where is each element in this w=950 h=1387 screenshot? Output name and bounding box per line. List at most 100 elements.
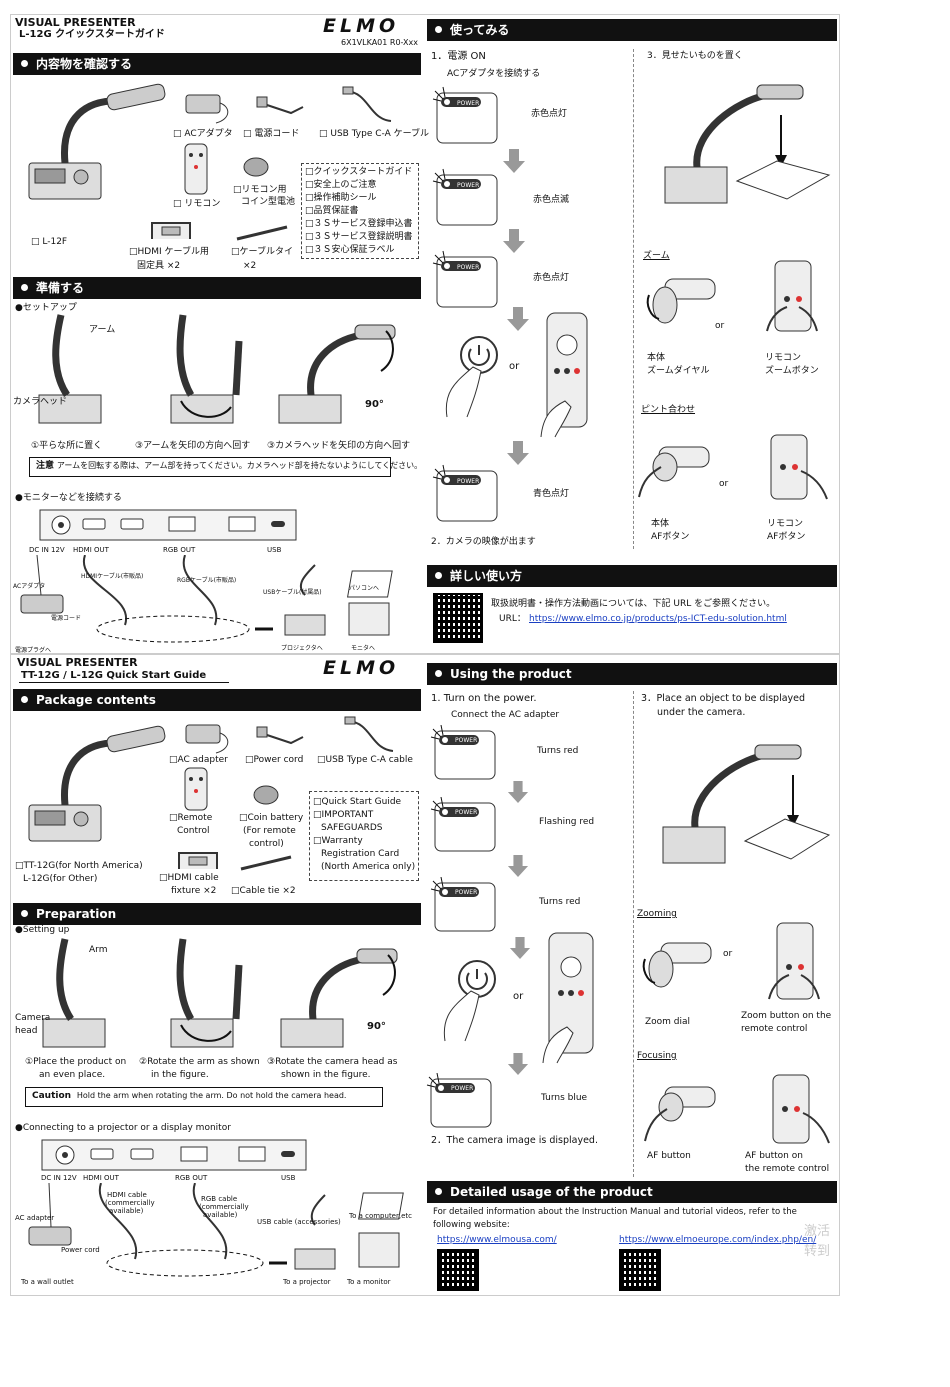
jp-power-label-3: POWER bbox=[457, 264, 480, 271]
jp-tie-label-1: □ケーブルタイ bbox=[231, 247, 293, 257]
en-arrow-down-3 bbox=[509, 937, 531, 959]
en-power-label-2: POWER bbox=[455, 809, 478, 816]
remote-illustration bbox=[184, 143, 208, 195]
jp-doc-1: □安全上のご注意 bbox=[305, 180, 377, 190]
jp-remote-battery-label: □リモコン用 bbox=[233, 185, 287, 195]
en-red-blink: Flashing red bbox=[539, 817, 595, 827]
jp-series: VISUAL PRESENTER bbox=[15, 16, 136, 29]
jp-usb-cable-label: USBケーブル(付属品) bbox=[263, 589, 322, 596]
en-hdmi-label-2: fixture ×2 bbox=[171, 886, 217, 896]
jp-doc-4: □３Ｓサービス登録申込書 bbox=[305, 219, 413, 229]
en-red-on: Turns red bbox=[537, 746, 579, 756]
en-remote-power-press bbox=[542, 932, 594, 1064]
en-doc-list-box bbox=[309, 791, 419, 881]
en-remote-illustration bbox=[184, 767, 208, 811]
bullet-icon bbox=[435, 572, 442, 579]
en-url-us[interactable]: https://www.elmousa.com/ bbox=[437, 1235, 557, 1245]
en-doc-3: □Warranty bbox=[313, 836, 363, 846]
jp-zoom-heading: ズーム bbox=[643, 251, 670, 261]
af-remote-illustration bbox=[770, 434, 828, 500]
jp-plug-label: 電源プラグへ bbox=[15, 647, 52, 654]
en-power-cord-illustration bbox=[256, 726, 304, 745]
en-series: VISUAL PRESENTER bbox=[17, 656, 138, 669]
en-url-eu[interactable]: https://www.elmoeurope.com/index.php/en/ bbox=[619, 1235, 817, 1245]
power-led-stage4 bbox=[432, 464, 498, 522]
en-arrow-down-2 bbox=[507, 855, 529, 877]
jp-projector-label: プロジェクタへ bbox=[281, 645, 323, 652]
en-or-1: or bbox=[513, 991, 524, 1002]
en-caution-label: Caution bbox=[32, 1091, 72, 1101]
jp-usb-label: □ USB Type C-A ケーブル bbox=[319, 129, 430, 139]
jp-caution-box: 注意 アームを回転する際は、アーム部を持ってください。カメラヘッド部を持たないよ… bbox=[29, 457, 422, 477]
en-power-led-stage1 bbox=[430, 725, 496, 780]
jp-caution-text: アームを回転する際は、アーム部を持ってください。カメラヘッド部を持たないようにし… bbox=[56, 461, 423, 470]
en-rgb-cable-label-3: available) bbox=[203, 1211, 238, 1219]
arrow-down-4 bbox=[507, 441, 529, 465]
jp-port-dc: DC IN 12V bbox=[29, 546, 65, 554]
jp-ac-label: □ ACアダプタ bbox=[173, 129, 233, 139]
en-hdmi-fixture-illustration bbox=[178, 852, 218, 869]
jp-doc-list-box bbox=[301, 163, 419, 259]
en-details-heading-text: Detailed usage of the product bbox=[450, 1185, 653, 1199]
en-af-button-illustration bbox=[644, 1086, 716, 1142]
en-details-text-1: For detailed information about the Instr… bbox=[433, 1207, 797, 1217]
power-cord-illustration bbox=[256, 96, 304, 115]
jp-port-panel bbox=[39, 509, 297, 541]
en-prep-heading-text: Preparation bbox=[36, 907, 117, 921]
jp-contents-heading: 内容物を確認する bbox=[13, 53, 421, 75]
bullet-icon bbox=[435, 670, 442, 677]
zoom-remote-illustration bbox=[766, 260, 818, 332]
en-connection-diagram bbox=[28, 1183, 404, 1277]
en-rgb-cable-label-2: (commercially bbox=[199, 1203, 249, 1211]
en-power-led-stage3 bbox=[430, 877, 496, 932]
jp-logo: ELMO bbox=[323, 15, 400, 37]
en-port-panel bbox=[41, 1139, 307, 1171]
jp-connect-label: ●モニターなどを接続する bbox=[15, 493, 122, 503]
en-sheet: VISUAL PRESENTER TT-12G / L-12G Quick St… bbox=[10, 654, 840, 1296]
jp-column-divider bbox=[633, 49, 634, 549]
en-port-hdmi: HDMI OUT bbox=[83, 1174, 119, 1182]
jp-details-url[interactable]: https://www.elmo.co.jp/products/ps-ICT-e… bbox=[529, 614, 787, 624]
jp-hdmi-label-1: □HDMI ケーブル用 bbox=[129, 247, 209, 257]
en-af-remote-2: the remote control bbox=[745, 1164, 830, 1174]
en-arrow-down-4 bbox=[507, 1053, 529, 1075]
jp-doc-5: □３Ｓサービス登録説明書 bbox=[305, 232, 413, 242]
jp-zoom-body-1: 本体 bbox=[647, 353, 666, 363]
en-remote-label-2: Control bbox=[177, 826, 210, 836]
jp-camera-head-label: カメラヘッド bbox=[13, 397, 68, 407]
en-column-divider bbox=[633, 691, 634, 1177]
en-setup-step2-illustration bbox=[170, 938, 243, 1048]
en-step1: 1. Turn on the power. bbox=[431, 693, 537, 704]
jp-zoom-body-2: ズームダイヤル bbox=[647, 366, 710, 376]
jp-connection-diagram bbox=[20, 555, 393, 643]
power-led-stage2 bbox=[432, 168, 498, 226]
af-button-illustration bbox=[638, 446, 710, 498]
en-battery-label-1: □Coin battery bbox=[239, 813, 304, 823]
jp-step3-label: ③カメラヘッドを矢印の方向へ回す bbox=[267, 441, 411, 451]
en-angle-label: 90° bbox=[367, 1021, 386, 1032]
ac-adapter-illustration bbox=[185, 94, 229, 124]
jp-use-heading-text: 使ってみる bbox=[450, 23, 510, 37]
en-object-placement-illustration bbox=[662, 744, 831, 864]
en-power-label-4: POWER bbox=[451, 1085, 474, 1092]
en-prep-heading: Preparation bbox=[13, 903, 421, 925]
jp-tie-label-2: ×2 bbox=[243, 261, 257, 271]
en-setup-step3-illustration bbox=[280, 948, 398, 1048]
en-setup-label: ●Setting up bbox=[15, 925, 70, 935]
hdmi-fixture-illustration bbox=[151, 222, 191, 239]
en-doc-1: □IMPORTANT bbox=[313, 810, 374, 820]
en-blue-on: Turns blue bbox=[541, 1093, 588, 1103]
en-step3-label-2: shown in the figure. bbox=[281, 1070, 371, 1080]
jp-hdmi-label-2: 固定具 ×2 bbox=[137, 261, 181, 271]
jp-details-text: 取扱説明書・操作方法動画については、下記 URL をご参照ください。 bbox=[491, 599, 776, 609]
en-ac-adapter-illustration bbox=[185, 724, 229, 754]
jp-red-on2: 赤色点灯 bbox=[533, 273, 570, 283]
setup-step2-illustration bbox=[170, 314, 243, 424]
jp-remote-label: □ リモコン bbox=[173, 199, 221, 209]
en-zoom-remote-illustration bbox=[768, 922, 820, 1000]
en-zoom-remote-2: remote control bbox=[741, 1024, 808, 1034]
jp-af-remote-2: AFボタン bbox=[767, 532, 806, 542]
en-power-led-stage2 bbox=[430, 797, 496, 852]
jp-url-label: URL： bbox=[499, 614, 526, 624]
jp-doc-3: □品質保証書 bbox=[305, 206, 359, 216]
